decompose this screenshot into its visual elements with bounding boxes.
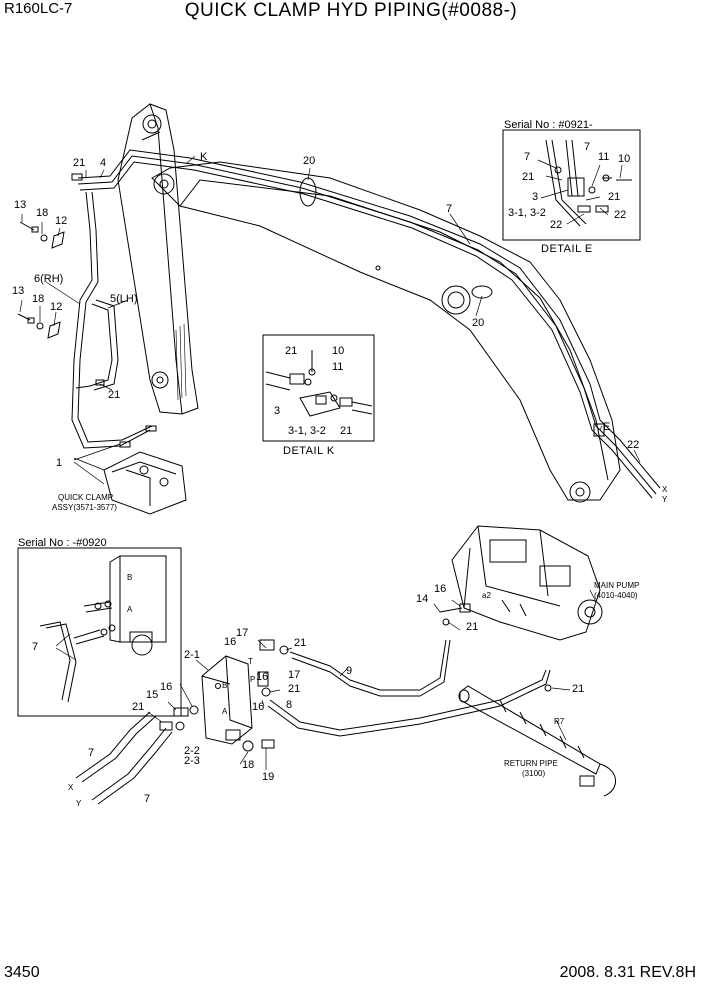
boom-arm-drawing (71, 103, 661, 503)
label-5lh: 5(LH) (110, 293, 138, 305)
e-label-22b: 22 (550, 219, 562, 231)
k-label-3-1: 3-1, 3-2 (288, 425, 326, 437)
label-14: 14 (416, 593, 428, 605)
quick-clamp-label: QUICK CLAMP (58, 493, 113, 502)
detail-k-box (262, 334, 375, 442)
k-mark: K (200, 151, 208, 163)
e-label-3-1: 3-1, 3-2 (508, 207, 546, 219)
main-pump-label: MAIN PUMP (594, 581, 639, 590)
label-13b: 13 (12, 285, 24, 297)
old-serial-box (17, 547, 182, 717)
model-code: R160LC-7 (4, 0, 73, 17)
label-4: 4 (100, 157, 106, 169)
label-16c: 16 (252, 701, 264, 713)
label-18: 18 (36, 207, 48, 219)
label-2-1: 2-1 (184, 649, 200, 661)
main-pump-range: (4010-4040) (594, 591, 638, 600)
label-16d: 16 (160, 681, 172, 693)
quick-clamp-assy-label: ASSY(3571-3577) (52, 503, 117, 512)
e-label-21b: 21 (608, 191, 620, 203)
diagram-labels: 21 4 13 18 12 6(RH) 5(LH) 13 18 12 21 1 … (12, 119, 668, 808)
label-12: 12 (55, 215, 67, 227)
port-a: A (222, 707, 228, 716)
return-pipe-num: (3100) (522, 769, 545, 778)
quick-clamp-drawing (103, 451, 187, 515)
e-label-3: 3 (532, 191, 538, 203)
detail-e-caption: DETAIL E (541, 243, 593, 255)
label-7c: 7 (88, 747, 94, 759)
e-label-22a: 22 (614, 209, 626, 221)
port-b: B (222, 681, 227, 690)
label-1: 1 (56, 457, 62, 469)
old-label-7: 7 (32, 641, 38, 653)
left-hardware (17, 221, 65, 339)
e-mark: E (603, 421, 610, 433)
k-label-11: 11 (332, 361, 343, 373)
label-21b: 21 (108, 389, 120, 401)
port-t: T (248, 657, 253, 666)
leader-lines (19, 155, 641, 770)
label-16b: 16 (256, 671, 268, 683)
label-21c: 21 (294, 637, 306, 649)
label-21g: 21 (572, 683, 584, 695)
label-20b: 20 (472, 317, 484, 329)
x-mark: X (662, 485, 668, 494)
valve-assembly-drawing (75, 603, 552, 805)
page-number: 3450 (4, 964, 40, 981)
e-label-10: 10 (618, 153, 630, 165)
port-p: P (250, 675, 255, 684)
e-label-7a: 7 (524, 151, 530, 163)
detail-k-caption: DETAIL K (283, 445, 335, 457)
main-pump-drawing (451, 525, 603, 641)
label-12b: 12 (50, 301, 62, 313)
label-20: 20 (303, 155, 315, 167)
label-7: 7 (446, 203, 452, 215)
label-18b: 18 (32, 293, 44, 305)
k-label-21b: 21 (340, 425, 352, 437)
e-label-11: 11 (598, 151, 609, 163)
label-15: 15 (146, 689, 158, 701)
label-9: 9 (346, 665, 352, 677)
return-pipe-drawing (458, 685, 616, 797)
label-21e: 21 (132, 701, 144, 713)
label-21f: 21 (466, 621, 478, 633)
detail-e-serial: Serial No : #0921- (504, 119, 593, 131)
label-2-2: 2-2 (184, 745, 200, 757)
label-8: 8 (286, 699, 292, 711)
old-port-a: A (127, 605, 133, 614)
detail-e-box (502, 129, 641, 241)
hose-x-mark: X (68, 783, 74, 792)
label-7d: 7 (144, 793, 150, 805)
a2-mark: a2 (482, 591, 491, 600)
label-19: 19 (262, 771, 274, 783)
label-21: 21 (73, 157, 85, 169)
label-13: 13 (14, 199, 26, 211)
old-port-b: B (127, 573, 132, 582)
label-2-3: 2-3 (184, 755, 200, 767)
label-16e: 16 (434, 583, 446, 595)
label-21d: 21 (288, 683, 300, 695)
label-17a: 17 (236, 627, 248, 639)
old-serial-label: Serial No : -#0920 (18, 537, 107, 549)
label-6rh: 6(RH) (34, 273, 63, 285)
r7-mark: R7 (554, 717, 565, 726)
label-16a: 16 (224, 636, 236, 648)
k-label-10: 10 (332, 345, 344, 357)
page-title: QUICK CLAMP HYD PIPING(#0088-) (184, 0, 518, 21)
return-pipe-label: RETURN PIPE (504, 759, 558, 768)
label-17b: 17 (288, 669, 300, 681)
revision-date: 2008. 8.31 REV.8H (559, 964, 696, 981)
k-label-3: 3 (274, 405, 280, 417)
y-mark: Y (662, 495, 668, 504)
label-18c: 18 (242, 759, 254, 771)
e-label-7b: 7 (584, 141, 590, 153)
k-label-21a: 21 (285, 345, 297, 357)
hose-y-mark: Y (76, 799, 82, 808)
label-22: 22 (627, 439, 639, 451)
e-label-21a: 21 (522, 171, 534, 183)
